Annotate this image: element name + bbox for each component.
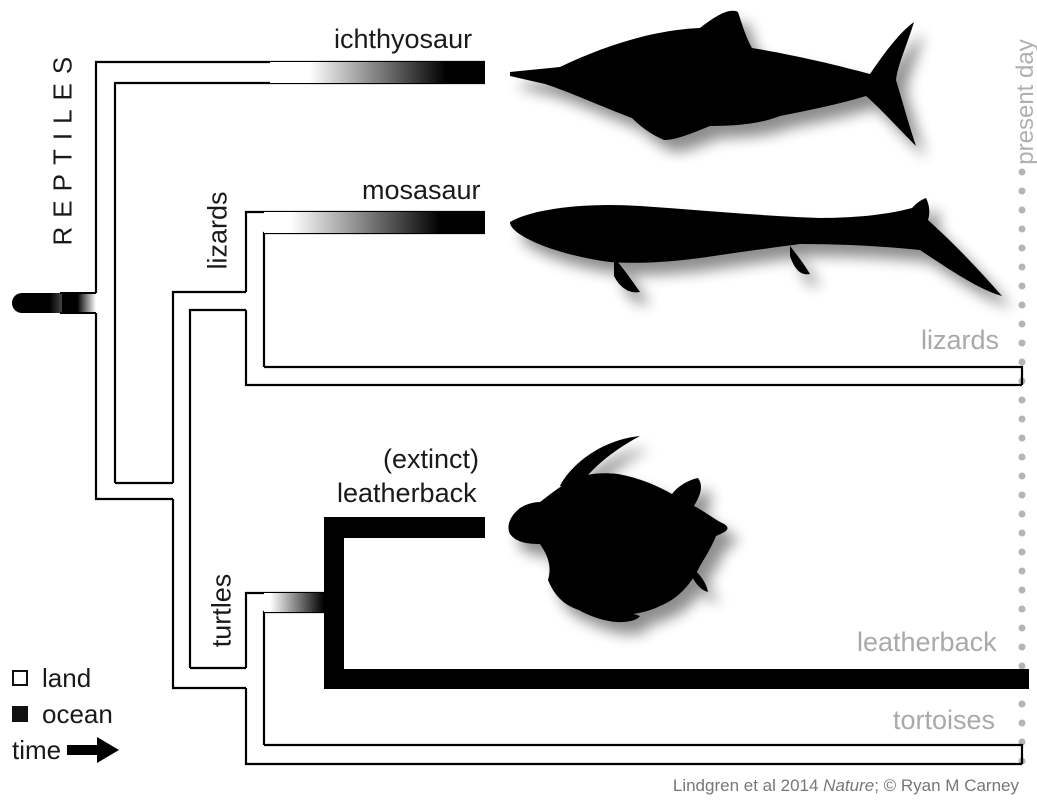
clade-label-turtles: turtles [207,569,238,653]
tree-branches [96,62,1022,764]
credit-line: Lindgren et al 2014 Nature; © Ryan M Car… [673,776,1019,796]
legend-time-label: time [12,735,61,766]
legend-time: time [12,732,119,768]
present-day-label: present day [1012,32,1037,172]
land-swatch-icon [12,670,28,686]
credit-prefix: Lindgren et al 2014 [673,776,823,795]
label-ichthyosaur: ichthyosaur [334,24,472,55]
label-living-lizards: lizards [921,325,999,356]
legend-land: land [12,660,119,696]
legend-ocean-label: ocean [42,699,113,730]
label-mosasaur: mosasaur [362,175,481,206]
clade-label-lizards: lizards [203,191,234,271]
label-living-leatherback: leatherback [857,627,997,658]
mosasaur-silhouette [510,198,1002,296]
legend-ocean: ocean [12,696,119,732]
mosasaur-ocean-transition [264,212,485,233]
label-extinct: (extinct) [383,444,479,475]
label-living-tortoises: tortoises [893,705,995,736]
time-arrow-icon [67,737,119,763]
legend-land-label: land [42,663,91,694]
sea-turtle-silhouette [508,436,727,622]
reptiles-label: REPTILES [48,76,79,246]
ocean-swatch-icon [12,706,28,722]
ichthyosaur-ocean-transition [270,62,485,83]
label-extinct-leatherback: leatherback [337,478,477,509]
credit-journal: Nature [823,776,874,795]
legend: land ocean time [12,660,119,768]
turtle-ocean-transition [264,593,324,612]
ichthyosaur-silhouette [510,11,916,146]
credit-suffix: ; © Ryan M Carney [874,776,1019,795]
